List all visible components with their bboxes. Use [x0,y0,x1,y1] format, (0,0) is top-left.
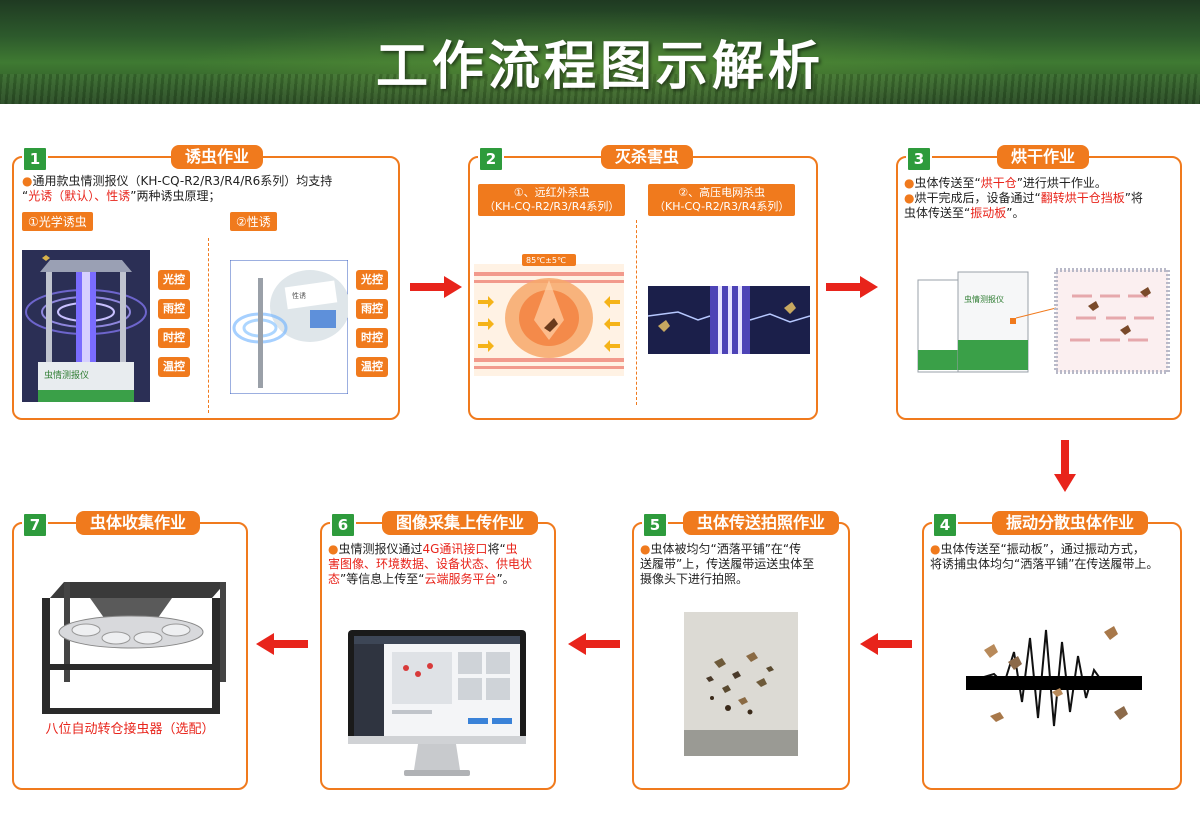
drying-chamber-image: 虫情测报仪 [917,268,1170,374]
arrow-right-icon [410,276,462,298]
monitor-cloud-platform-image [348,630,526,776]
arrow-right-icon [826,276,878,298]
step-1-title: 诱虫作业 [170,145,264,169]
step-1-description: ●通用款虫情测报仪（KH-CQ-R2/R3/R4/R6系列）均支持 “光诱（默认… [22,174,333,203]
svg-text:性诱: 性诱 [292,291,306,300]
svg-text:85℃±5℃: 85℃±5℃ [526,256,566,265]
step-7-number: 7 [22,512,48,538]
svg-text:虫情测报仪: 虫情测报仪 [44,369,89,381]
step-1-sub-pheromone: ②性诱 [230,212,277,231]
step-5-number: 5 [642,512,668,538]
step-6-panel: 6 图像采集上传作业 ●虫情测报仪通过4G通讯接口将“虫 害图像、环境数据、设备… [320,511,556,790]
step-7-caption: 八位自动转仓接虫器（选配） [45,722,215,737]
step-2-panel: 2 灭杀害虫 ①、远红外杀虫（KH-CQ-R2/R3/R4系列） ②、高压电网杀… [468,145,818,420]
control-tag: 温控 [356,357,388,377]
step-3-description: ●虫体传送至“烘干仓”进行烘干作业。 ●烘干完成后，设备通过“翻转烘干仓挡板”将… [904,176,1143,220]
step-4-number: 4 [932,512,958,538]
step-3-panel: 3 烘干作业 ●虫体传送至“烘干仓”进行烘干作业。 ●烘干完成后，设备通过“翻转… [896,145,1182,420]
step-6-description: ●虫情测报仪通过4G通讯接口将“虫 害图像、环境数据、设备状态、供电状 态”等信… [328,542,533,586]
step-6-title: 图像采集上传作业 [381,511,539,535]
step-5-title: 虫体传送拍照作业 [682,511,840,535]
divider [636,220,637,405]
control-tag: 温控 [158,357,190,377]
light-trap-device-image: 虫情测报仪 [22,250,150,402]
header-banner: 工作流程图示解析 [0,0,1200,104]
step-1-panel: 1 诱虫作业 ●通用款虫情测报仪（KH-CQ-R2/R3/R4/R6系列）均支持… [12,145,400,420]
step-1-sub-light: ①光学诱虫 [22,212,93,231]
electric-grid-image [648,286,810,354]
divider [208,238,209,413]
step-7-title: 虫体收集作业 [75,511,201,535]
control-tag: 光控 [158,270,190,290]
control-tag: 光控 [356,270,388,290]
infrared-heat-image: 85℃±5℃ [474,254,624,376]
conveyor-photo-image [684,612,798,756]
arrow-left-icon [860,633,912,655]
step-1-number: 1 [22,146,48,172]
control-tag: 时控 [158,328,190,348]
step-2-sub-high-voltage: ②、高压电网杀虫（KH-CQ-R2/R3/R4系列） [648,184,796,216]
arrow-down-icon [1054,440,1076,492]
step-2-number: 2 [478,146,504,172]
step-2-title: 灭杀害虫 [600,145,694,169]
control-tag: 雨控 [158,299,190,319]
step-5-panel: 5 虫体传送拍照作业 ●虫体被均匀“洒落平铺”在“传 送履带”上，传送履带运送虫… [632,511,850,790]
svg-text:虫情测报仪: 虫情测报仪 [964,294,1004,304]
control-tag: 雨控 [356,299,388,319]
eight-bin-collector-image [42,582,226,714]
step-7-panel: 7 虫体收集作业 八位自动转仓接虫器（选配） [12,511,248,790]
control-tag: 时控 [356,328,388,348]
page-title: 工作流程图示解析 [375,37,824,97]
step-4-description: ●虫体传送至“振动板”，通过振动方式， 将诱捕虫体均匀“洒落平铺”在传送履带上。 [930,542,1159,571]
arrow-left-icon [256,633,308,655]
step-2-sub-infrared: ①、远红外杀虫（KH-CQ-R2/R3/R4系列） [478,184,626,216]
arrow-left-icon [568,633,620,655]
step-3-number: 3 [906,146,932,172]
step-6-number: 6 [330,512,356,538]
step-4-title: 振动分散虫体作业 [991,511,1149,535]
vibration-plate-image [966,626,1142,727]
step-5-description: ●虫体被均匀“洒落平铺”在“传 送履带”上，传送履带运送虫体至 摄像头下进行拍照… [640,542,815,586]
bullet-icon: ● [22,174,33,188]
pheromone-lure-image: 性诱 [230,260,348,394]
step-4-panel: 4 振动分散虫体作业 ●虫体传送至“振动板”，通过振动方式， 将诱捕虫体均匀“洒… [922,511,1182,790]
step-3-title: 烘干作业 [996,145,1090,169]
